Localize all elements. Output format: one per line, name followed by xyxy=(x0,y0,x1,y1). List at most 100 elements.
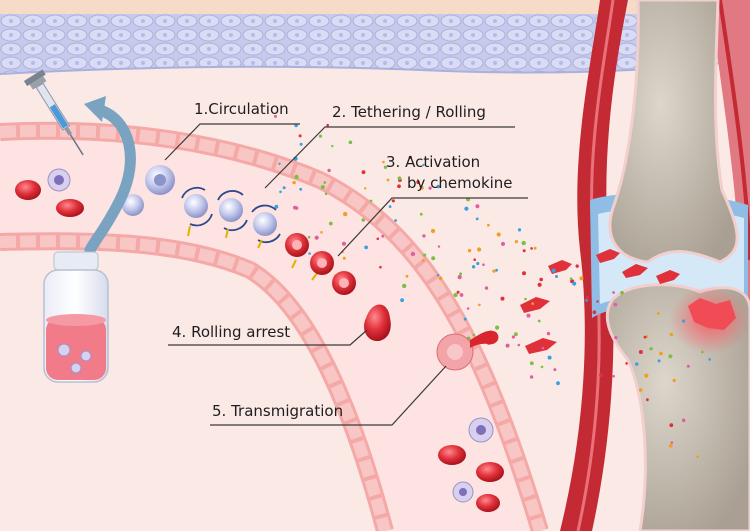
chemokine-dot xyxy=(644,373,649,378)
chemokine-dot xyxy=(331,144,334,148)
chemokine-dot xyxy=(501,241,505,246)
chemokine-dot xyxy=(613,302,618,307)
chemokine-dot xyxy=(612,375,615,378)
chemokine-dot xyxy=(436,184,440,189)
chemokine-dot xyxy=(527,345,532,350)
femur-bone xyxy=(608,0,739,264)
chemokine-dot xyxy=(388,205,392,209)
chemokine-dot xyxy=(484,286,489,290)
chemokine-dot xyxy=(569,277,573,281)
vial-icon xyxy=(43,251,109,383)
chemokine-dot xyxy=(556,381,560,386)
chemokine-dot xyxy=(682,319,686,323)
chemokine-dot xyxy=(456,290,460,294)
chemokine-dot xyxy=(299,187,303,191)
chemokine-dot xyxy=(402,283,407,289)
chemokine-dot xyxy=(282,186,286,190)
chemokine-dot xyxy=(422,234,426,238)
arrested-cell xyxy=(364,304,391,342)
skin-surface xyxy=(0,0,750,14)
chemokine-dot xyxy=(612,291,615,294)
chemokine-dot xyxy=(657,359,661,363)
chemokine-dot xyxy=(482,263,485,267)
chemokine-dot xyxy=(575,264,579,268)
chemokine-dot xyxy=(410,251,416,257)
chemokine-dot xyxy=(438,276,443,281)
chemokine-dot xyxy=(487,223,490,227)
chemokine-dot xyxy=(476,261,480,266)
chemokine-dot xyxy=(533,303,538,308)
chemokine-dot xyxy=(614,336,618,340)
chemokine-dot xyxy=(419,212,423,216)
chemokine-dot xyxy=(422,163,425,167)
chemokine-dot xyxy=(668,443,673,448)
chemokine-dot xyxy=(320,185,325,190)
vessel-endothelium-lower xyxy=(0,235,391,531)
chemokine-dot xyxy=(405,274,409,278)
stem-cells xyxy=(122,165,277,236)
chemokine-dot xyxy=(656,312,660,315)
chemokine-dot xyxy=(294,174,299,180)
chemokine-dot xyxy=(318,134,323,138)
chemokine-dot xyxy=(314,235,319,240)
chemokine-dot xyxy=(708,358,711,361)
chemokine-dot xyxy=(397,176,402,181)
chemokine-dot xyxy=(521,240,526,246)
curved-arrow-icon xyxy=(84,96,136,256)
chemokine-dot xyxy=(553,368,557,372)
chemokine-dot xyxy=(369,199,373,203)
chemokine-dot xyxy=(324,192,328,196)
chemokine-dot xyxy=(459,272,463,276)
chemokine-dot xyxy=(537,319,541,323)
chemokine-dot xyxy=(386,178,390,182)
red-blood-cells xyxy=(15,180,504,512)
chemokine-particles xyxy=(274,114,711,459)
chemokine-dot xyxy=(599,373,604,378)
leader-line-tethering xyxy=(264,126,515,189)
chemokine-dot xyxy=(592,310,597,315)
chemokine-dot xyxy=(517,343,521,347)
chemokine-dot xyxy=(419,185,424,190)
chemokine-dot xyxy=(585,296,590,300)
chemokine-dot xyxy=(364,187,367,190)
cartilage-damage xyxy=(688,298,736,330)
chemokine-dot xyxy=(382,160,385,164)
chemokine-dot xyxy=(423,253,427,257)
chemokine-dot xyxy=(326,123,330,127)
chemokine-dot xyxy=(436,274,440,277)
chemokine-dot xyxy=(646,398,649,402)
chemokine-dot xyxy=(500,296,505,301)
chemokine-dot xyxy=(475,217,479,221)
chemokine-dot xyxy=(293,205,297,210)
chemokine-dot xyxy=(308,252,311,255)
chemokine-dot xyxy=(342,241,346,246)
chemokine-dot xyxy=(668,354,673,359)
chemokine-dot xyxy=(495,268,498,272)
chemokine-dot xyxy=(555,275,558,278)
skin-tissue xyxy=(0,14,750,74)
step-label-activation-line2: by chemokine xyxy=(407,174,513,192)
chemokine-dot xyxy=(596,300,599,303)
chemokine-dot xyxy=(681,418,686,423)
chemokine-dot xyxy=(572,281,577,286)
leader-line-arrest xyxy=(168,329,368,346)
chemokine-dot xyxy=(467,248,472,253)
chemokine-dot xyxy=(533,246,537,250)
chemokine-dot xyxy=(328,221,333,226)
chemokine-dot xyxy=(408,155,412,159)
chemokine-dot xyxy=(696,455,700,459)
chemokine-dot xyxy=(670,441,674,444)
chemokine-dot xyxy=(529,375,534,379)
chemokine-dot xyxy=(463,317,467,321)
chemokine-dot xyxy=(517,228,522,232)
chemokine-dot xyxy=(471,265,476,269)
rolling-arrow-icon xyxy=(181,186,281,244)
chemokine-dot xyxy=(514,240,519,244)
chemokine-dot xyxy=(638,350,643,354)
chemokine-dot xyxy=(342,256,346,260)
chemokine-dot xyxy=(522,271,526,276)
chemokine-dot xyxy=(453,292,458,298)
leader-line-circulation xyxy=(164,123,300,161)
chemokine-dot xyxy=(394,219,397,222)
chemokine-dot xyxy=(361,218,366,222)
